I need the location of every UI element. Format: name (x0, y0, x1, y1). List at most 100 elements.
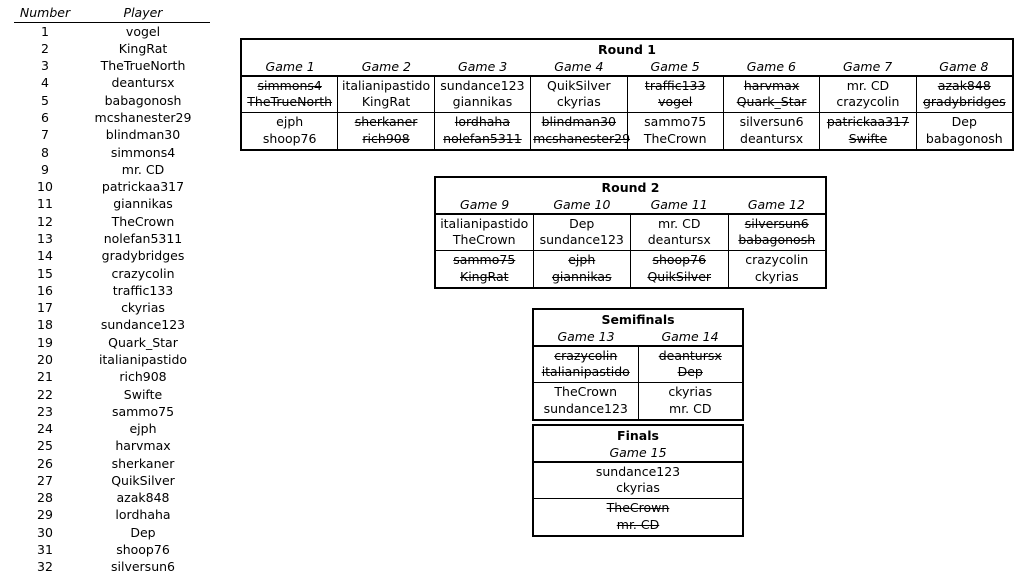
roster-cell-player: mcshanester29 (76, 109, 210, 126)
player-slot: ckyrias (536, 480, 740, 496)
player-slot-eliminated: Swifte (822, 131, 913, 147)
player-slot: ckyrias (641, 384, 741, 400)
game-label: Game 15 (534, 444, 742, 461)
round-title: Round 1 (242, 40, 1012, 58)
player-slot-eliminated: KingRat (438, 269, 531, 285)
roster-cell-number: 5 (14, 92, 76, 109)
roster-cell-player: azak848 (76, 490, 210, 507)
roster-cell-number: 24 (14, 420, 76, 437)
game-label-row: Game 15 (534, 444, 742, 461)
roster-cell-number: 7 (14, 127, 76, 144)
roster-cell-player: lordhaha (76, 507, 210, 524)
player-slot-eliminated: italianipastido (536, 364, 636, 380)
game-label: Game 1 (242, 58, 338, 75)
player-slot: silversun6 (726, 114, 817, 130)
roster-cell-number: 32 (14, 559, 76, 576)
player-slot-eliminated: babagonosh (731, 232, 824, 248)
roster-cell-player: KingRat (76, 40, 210, 57)
player-slot: italianipastido (340, 78, 431, 94)
roster-cell-player: nolefan5311 (76, 230, 210, 247)
player-slot: deantursx (726, 131, 817, 147)
roster-cell-player: shoop76 (76, 541, 210, 558)
game-label: Game 4 (531, 58, 627, 75)
roster-cell-number: 10 (14, 179, 76, 196)
roster-cell-number: 14 (14, 248, 76, 265)
player-slot-eliminated: simmons4 (244, 78, 335, 94)
roster-cell-number: 19 (14, 334, 76, 351)
roster-cell-player: simmons4 (76, 144, 210, 161)
roster-cell-player: mr. CD (76, 161, 210, 178)
roster-cell-number: 18 (14, 317, 76, 334)
player-slot: mr. CD (633, 216, 726, 232)
game-label: Game 6 (723, 58, 819, 75)
roster-cell-player: giannikas (76, 196, 210, 213)
player-slot-eliminated: sherkaner (340, 114, 431, 130)
roster-cell-number: 11 (14, 196, 76, 213)
player-slot: deantursx (633, 232, 726, 248)
player-slot-eliminated: Dep (641, 364, 741, 380)
roster-cell-number: 2 (14, 40, 76, 57)
player-slot-eliminated: TheTrueNorth (244, 94, 335, 110)
player-slot: ckyrias (731, 269, 824, 285)
game-label: Game 12 (728, 196, 825, 213)
player-slot: shoop76 (244, 131, 335, 147)
roster-cell-player: QuikSilver (76, 472, 210, 489)
roster-cell-player: vogel (76, 23, 210, 41)
roster-cell-number: 30 (14, 524, 76, 541)
roster-cell-player: sammo75 (76, 403, 210, 420)
roster-cell-player: rich908 (76, 369, 210, 386)
player-slot-eliminated: sammo75 (438, 252, 531, 268)
game-label: Game 8 (916, 58, 1012, 75)
roster-cell-number: 27 (14, 472, 76, 489)
player-slot-eliminated: QuikSilver (633, 269, 726, 285)
roster-cell-player: patrickaa317 (76, 179, 210, 196)
game-label: Game 9 (436, 196, 533, 213)
roster-cell-player: ejph (76, 420, 210, 437)
player-slot: giannikas (437, 94, 528, 110)
roster-cell-number: 4 (14, 75, 76, 92)
player-slot-eliminated: gradybridges (919, 94, 1010, 110)
